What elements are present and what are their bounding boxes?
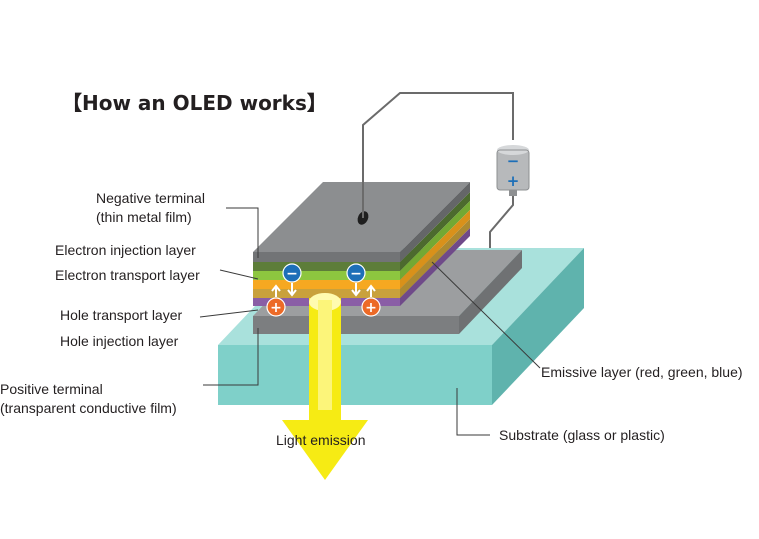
circuit-wire xyxy=(362,92,514,248)
label-positive-terminal-sub: (transparent conductive film) xyxy=(0,400,177,416)
label-electron-injection: Electron injection layer xyxy=(55,242,196,258)
label-electron-transport: Electron transport layer xyxy=(55,267,200,283)
label-hole-transport: Hole transport layer xyxy=(60,307,183,323)
hole-icon xyxy=(266,297,286,317)
label-negative-terminal-sub: (thin metal film) xyxy=(96,209,192,225)
leader-lines xyxy=(199,207,541,436)
hole-icon xyxy=(361,297,381,317)
electron-icon xyxy=(346,263,366,283)
emissive-layer-front xyxy=(253,280,400,289)
electron-sign: − xyxy=(350,266,362,282)
label-substrate: Substrate (glass or plastic) xyxy=(499,427,665,443)
battery-icon: − + xyxy=(496,145,530,196)
hole-arrow-icon xyxy=(271,284,281,297)
electron-icon xyxy=(282,263,302,283)
battery-positive-sign: + xyxy=(507,172,520,190)
electron-injection-layer xyxy=(253,262,400,271)
label-hole-injection: Hole injection layer xyxy=(60,333,179,349)
battery-negative-sign: − xyxy=(507,152,520,170)
diagram-title: 【How an OLED works】 xyxy=(62,91,327,115)
electron-transport-layer xyxy=(253,271,400,280)
hole-sign: + xyxy=(365,300,377,316)
label-emissive-layer: Emissive layer (red, green, blue) xyxy=(541,364,743,380)
hole-sign: + xyxy=(270,300,282,316)
label-negative-terminal: Negative terminal xyxy=(96,190,205,206)
hole-arrow-icon xyxy=(366,284,376,297)
charge-carriers: − + − + xyxy=(266,263,381,317)
electron-arrow-icon xyxy=(351,283,361,297)
label-positive-terminal: Positive terminal xyxy=(0,381,103,397)
electron-sign: − xyxy=(286,266,298,282)
electron-arrow-icon xyxy=(287,283,297,297)
label-light-emission: Light emission xyxy=(276,432,366,448)
light-emission-arrow-icon xyxy=(282,293,368,480)
